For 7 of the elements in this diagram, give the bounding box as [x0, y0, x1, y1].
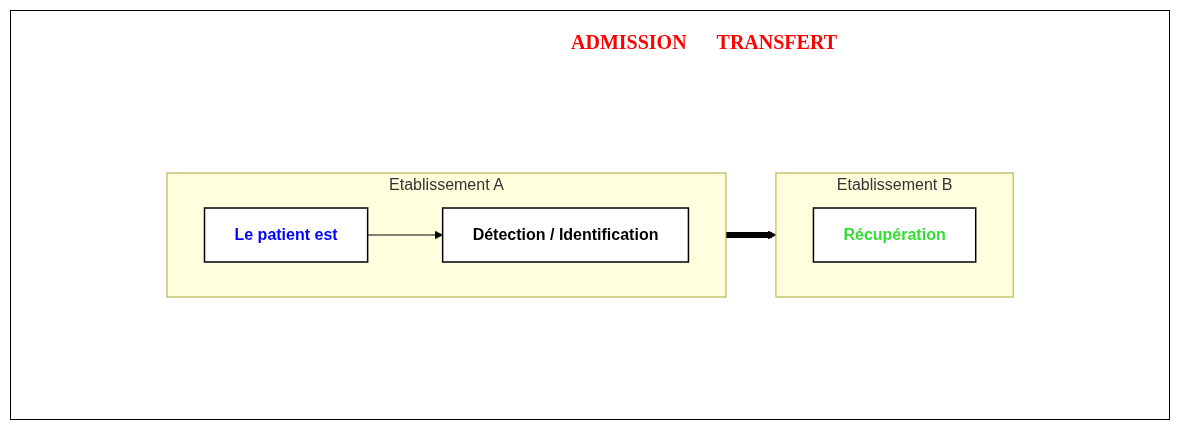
node-box: Le patient est: [203, 207, 369, 263]
node-box: Détection / Identification: [441, 207, 690, 263]
node-box: Récupération: [812, 207, 977, 263]
arrow-label: TRANSFERT: [716, 31, 837, 54]
arrow: [367, 230, 443, 240]
arrow: [725, 230, 777, 240]
arrow-label: ADMISSION: [571, 31, 687, 54]
